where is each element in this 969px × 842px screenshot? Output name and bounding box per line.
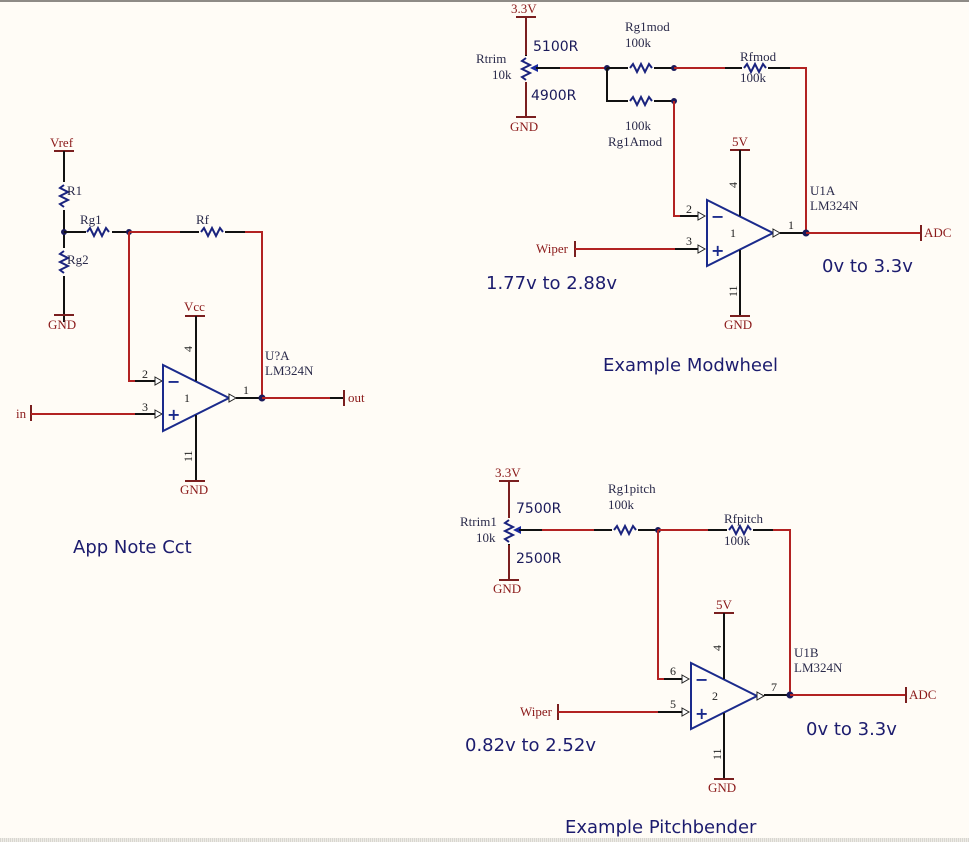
- vcc-label: Vcc: [184, 299, 205, 314]
- pot-value-label: 10k: [476, 530, 496, 545]
- supply-label: 3.3V: [511, 1, 537, 16]
- out-port-label[interactable]: out: [348, 390, 365, 405]
- gnd-pot-label: GND: [510, 119, 538, 134]
- pot-name-label: Rtrim1: [460, 514, 497, 529]
- pin-2-label: 2: [142, 367, 148, 381]
- part-label: LM324N: [810, 198, 859, 213]
- designator-label: U1B: [794, 645, 819, 660]
- pot-name-label: Rtrim: [476, 51, 506, 66]
- pin-4-label: 4: [710, 645, 724, 651]
- gnd-amp-label: GND: [180, 482, 208, 497]
- minus-sign: −: [167, 372, 180, 391]
- r1-label: R1: [67, 183, 82, 198]
- rg1amod-name: Rg1Amod: [608, 134, 663, 149]
- pot-lower-label: 4900R: [531, 88, 577, 104]
- rg1amod-value: 100k: [625, 118, 652, 133]
- rf-label: Rf: [196, 212, 210, 227]
- window-bottom-border: [0, 838, 969, 842]
- pin-11-label: 11: [710, 748, 724, 760]
- minus-sign: −: [711, 207, 724, 226]
- rg1pitch-value: 100k: [608, 497, 635, 512]
- designator-label: U?A: [265, 348, 290, 363]
- pin-2-label: 2: [686, 202, 692, 216]
- feedback-wire: [245, 231, 263, 397]
- pin-6-label: 6: [670, 664, 676, 678]
- pin-11-label: 11: [726, 285, 740, 297]
- rg2-label: Rg2: [67, 252, 89, 267]
- gnd-pot-label: GND: [493, 581, 521, 596]
- input-range-note: 0.82v to 2.52v: [465, 735, 596, 756]
- wiper-arrow: [513, 526, 521, 534]
- rg1mod-name: Rg1mod: [625, 19, 670, 34]
- vref-label: Vref: [50, 135, 74, 150]
- pin-4-label: 4: [181, 346, 195, 352]
- rfmod-name: Rfmod: [740, 49, 777, 64]
- pin-3-label: 3: [142, 400, 148, 414]
- rg1-label: Rg1: [80, 212, 102, 227]
- opamp-u1a: [706, 198, 776, 268]
- pin-7-label: 7: [771, 680, 777, 694]
- input-range-note: 1.77v to 2.88v: [486, 273, 617, 294]
- output-range-note: 0v to 3.3v: [806, 719, 897, 740]
- supply-label: 3.3V: [495, 465, 521, 480]
- unit-label: 1: [730, 226, 736, 240]
- plus-sign: +: [167, 405, 180, 424]
- rfpitch-value: 100k: [724, 533, 751, 548]
- opamp-u-a: [162, 363, 232, 433]
- adc-port-label[interactable]: ADC: [924, 225, 951, 240]
- gnd-amp-label: GND: [708, 780, 736, 795]
- pin-1-label: 1: [788, 218, 794, 232]
- plus-sign: +: [711, 241, 724, 260]
- pitchbender-title: Example Pitchbender: [565, 817, 757, 838]
- wiper-port-label[interactable]: Wiper: [536, 241, 569, 256]
- rfpitch-name: Rfpitch: [724, 511, 763, 526]
- pin-1-label: 1: [243, 383, 249, 397]
- rg1mod-value: 100k: [625, 35, 652, 50]
- rg1pitch-name: Rg1pitch: [608, 481, 656, 496]
- unit-label: 2: [712, 689, 718, 703]
- adc-port-label[interactable]: ADC: [909, 687, 936, 702]
- pin-4-label: 4: [726, 182, 740, 188]
- 5v-label: 5V: [732, 134, 749, 149]
- part-label: LM324N: [794, 660, 843, 675]
- plus-sign: +: [695, 704, 708, 723]
- app-note-title: App Note Cct: [73, 537, 192, 558]
- output-range-note: 0v to 3.3v: [822, 256, 913, 277]
- modwheel-circuit: 3.3V GND Rtrim 10k 5100R 4900R Rg1mod 10…: [476, 1, 951, 376]
- unit-label: 1: [184, 391, 190, 405]
- wiper-arrow: [530, 64, 538, 72]
- pot-upper-label: 7500R: [516, 501, 562, 517]
- gnd-label: GND: [48, 317, 76, 332]
- app-note-circuit: Vref R1 Rg2 GND Rg1 Rf 2 in: [16, 135, 365, 558]
- opamp-u1b: [690, 661, 760, 731]
- minus-sign: −: [695, 670, 708, 689]
- 5v-label: 5V: [716, 597, 733, 612]
- window-top-border: [0, 0, 969, 2]
- pot-upper-label: 5100R: [533, 39, 579, 55]
- part-label: LM324N: [265, 363, 314, 378]
- rfmod-value: 100k: [740, 70, 767, 85]
- in-port-label[interactable]: in: [16, 406, 27, 421]
- wiper-port-label[interactable]: Wiper: [520, 704, 553, 719]
- pot-value-label: 10k: [492, 67, 512, 82]
- pin-3-label: 3: [686, 234, 692, 248]
- pot-lower-label: 2500R: [516, 551, 562, 567]
- designator-label: U1A: [810, 183, 836, 198]
- pin-11-label: 11: [181, 450, 195, 462]
- pitchbender-circuit: 3.3V GND Rtrim1 10k 7500R 2500R Rg1pitch…: [460, 465, 936, 838]
- modwheel-title: Example Modwheel: [603, 355, 778, 376]
- pin-5-label: 5: [670, 697, 676, 711]
- gnd-amp-label: GND: [724, 317, 752, 332]
